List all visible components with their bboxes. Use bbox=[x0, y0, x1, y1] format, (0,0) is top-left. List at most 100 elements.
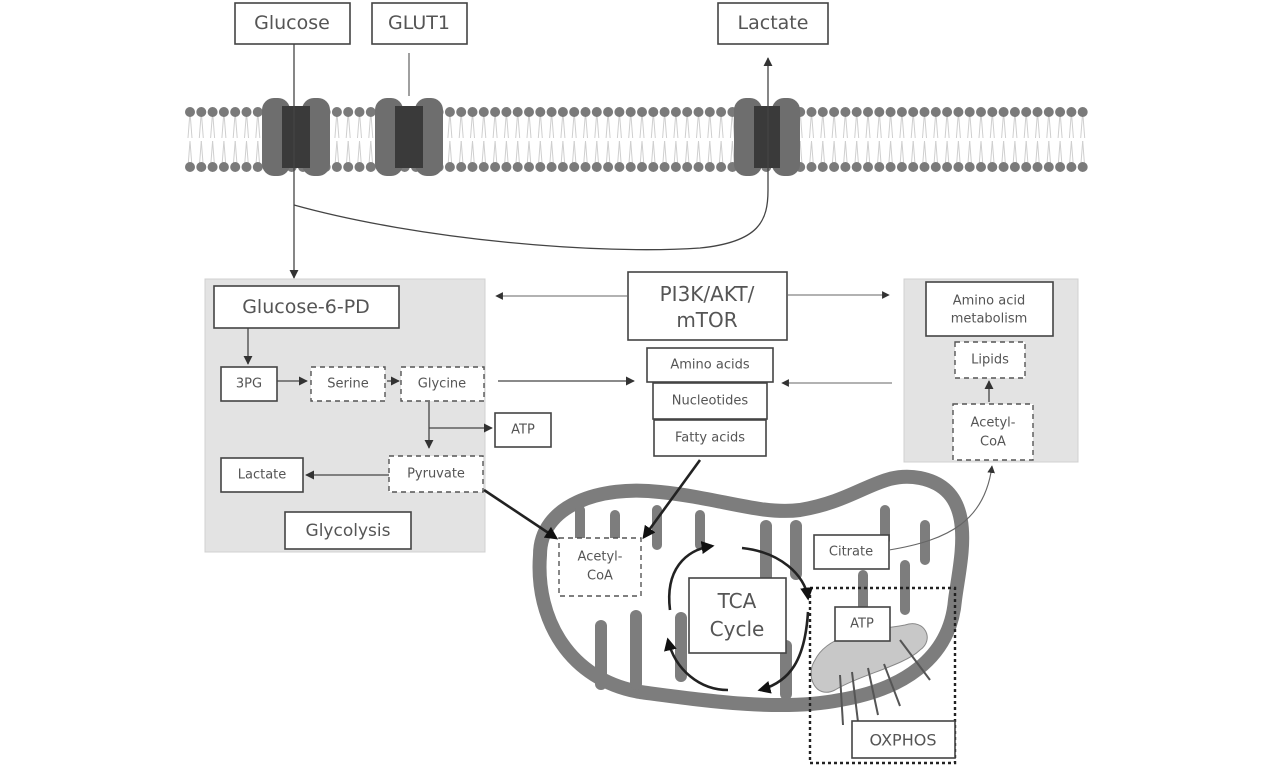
svg-text:PI3K/AKT/: PI3K/AKT/ bbox=[660, 282, 755, 306]
lipid-head bbox=[490, 162, 501, 172]
lipid-head bbox=[840, 107, 851, 117]
svg-text:Lipids: Lipids bbox=[971, 353, 1009, 368]
lipid-head bbox=[490, 107, 501, 117]
lipid-head bbox=[207, 162, 218, 172]
lipid-head bbox=[614, 162, 625, 172]
fatty-acids-node: Fatty acids bbox=[653, 419, 767, 457]
lipid-head bbox=[580, 162, 591, 172]
lipid-head bbox=[1055, 162, 1066, 172]
lipid-head bbox=[196, 162, 207, 172]
lipid-head bbox=[930, 162, 941, 172]
lipid-head bbox=[874, 162, 885, 172]
lipid-head bbox=[467, 162, 478, 172]
oxphos-node: OXPHOS bbox=[851, 720, 956, 759]
lipid-head bbox=[501, 107, 512, 117]
lipid-head bbox=[343, 162, 354, 172]
svg-text:Glucose-6-PD: Glucose-6-PD bbox=[242, 296, 370, 318]
lipid-head bbox=[478, 107, 489, 117]
glut1-label: GLUT1 bbox=[388, 12, 450, 34]
svg-text:mTOR: mTOR bbox=[676, 308, 737, 332]
lipid-head bbox=[716, 107, 727, 117]
lipid-head bbox=[964, 107, 975, 117]
lipid-head bbox=[603, 107, 614, 117]
lipid-head bbox=[218, 107, 229, 117]
pyruvate-to-acetyl-coa-arrow bbox=[483, 488, 559, 540]
lipid-head bbox=[908, 107, 919, 117]
lipid-head bbox=[704, 107, 715, 117]
lipid-head bbox=[1009, 162, 1020, 172]
atp-left-node: ATP bbox=[494, 412, 552, 448]
pi3k-akt-mtor-node: PI3K/AKT/ mTOR bbox=[627, 271, 788, 341]
svg-text:Cycle: Cycle bbox=[710, 617, 765, 641]
tca-cycle-arrows bbox=[664, 541, 814, 694]
lipid-head bbox=[693, 107, 704, 117]
acetyl-coa-mito-node: Acetyl- CoA bbox=[558, 537, 642, 597]
lipid-head bbox=[625, 162, 636, 172]
lipid-head bbox=[569, 107, 580, 117]
lipid-head bbox=[1055, 107, 1066, 117]
lipid-head bbox=[1066, 162, 1077, 172]
svg-text:Nucleotides: Nucleotides bbox=[672, 394, 749, 409]
amino-acids-node: Amino acids bbox=[646, 347, 774, 383]
lipid-head bbox=[230, 107, 241, 117]
glycine-node: Glycine bbox=[400, 366, 485, 402]
lipid-head bbox=[501, 162, 512, 172]
glucose-label: Glucose bbox=[254, 12, 330, 34]
lipid-head bbox=[648, 162, 659, 172]
lipid-head bbox=[874, 107, 885, 117]
lipid-head bbox=[885, 107, 896, 117]
lipid-head bbox=[456, 162, 467, 172]
lipid-head bbox=[659, 107, 670, 117]
lipid-head bbox=[716, 162, 727, 172]
lipid-head bbox=[591, 107, 602, 117]
lipid-head bbox=[976, 162, 986, 172]
lipid-head bbox=[512, 107, 523, 117]
lipid-head bbox=[1043, 162, 1054, 172]
lipid-head bbox=[953, 107, 964, 117]
svg-text:OXPHOS: OXPHOS bbox=[870, 731, 937, 750]
lipid-head bbox=[863, 162, 873, 172]
lipid-head bbox=[535, 107, 546, 117]
lipid-head bbox=[1032, 162, 1043, 172]
svg-text:Amino acids: Amino acids bbox=[670, 358, 749, 373]
lipid-head bbox=[1066, 107, 1077, 117]
svg-text:CoA: CoA bbox=[587, 569, 613, 584]
svg-text:Amino acid: Amino acid bbox=[953, 294, 1025, 309]
lipid-head bbox=[241, 107, 252, 117]
lipid-head bbox=[343, 107, 354, 117]
lipid-head bbox=[637, 162, 647, 172]
lipid-head bbox=[919, 107, 930, 117]
lipid-head bbox=[614, 107, 625, 117]
lipid-head bbox=[682, 162, 693, 172]
glycolysis-label-box: Glycolysis bbox=[284, 511, 412, 550]
svg-text:Lactate: Lactate bbox=[238, 468, 287, 483]
cell-membrane bbox=[185, 107, 1088, 172]
serine-node: Serine bbox=[310, 366, 386, 402]
lipid-head bbox=[354, 107, 365, 117]
lipid-head bbox=[1021, 107, 1032, 117]
svg-text:3PG: 3PG bbox=[236, 377, 262, 392]
lipid-head bbox=[1077, 107, 1088, 117]
glucose-label-box: Glucose bbox=[234, 2, 351, 45]
fatty-acids-to-acetyl-coa-arrow bbox=[642, 459, 702, 540]
lipid-head bbox=[806, 107, 817, 117]
lipid-head bbox=[218, 162, 229, 172]
lipid-head bbox=[1077, 162, 1088, 172]
lipid-head bbox=[252, 162, 263, 172]
lipid-head bbox=[603, 162, 614, 172]
lipid-head bbox=[829, 107, 840, 117]
lipid-head bbox=[851, 107, 862, 117]
svg-text:Serine: Serine bbox=[327, 377, 368, 392]
lipids-node: Lipids bbox=[954, 341, 1026, 379]
lipid-head bbox=[524, 107, 534, 117]
lipid-head bbox=[998, 107, 1009, 117]
lipid-head bbox=[908, 162, 919, 172]
glucose-transporter bbox=[262, 98, 330, 176]
lipid-head bbox=[817, 162, 828, 172]
amino-acid-metabolism-node: Amino acid metabolism bbox=[925, 281, 1054, 337]
lipid-head bbox=[670, 162, 681, 172]
svg-text:Glycolysis: Glycolysis bbox=[306, 521, 391, 541]
lipid-head bbox=[840, 162, 851, 172]
svg-text:Pyruvate: Pyruvate bbox=[407, 467, 465, 482]
lipid-head bbox=[1043, 107, 1054, 117]
